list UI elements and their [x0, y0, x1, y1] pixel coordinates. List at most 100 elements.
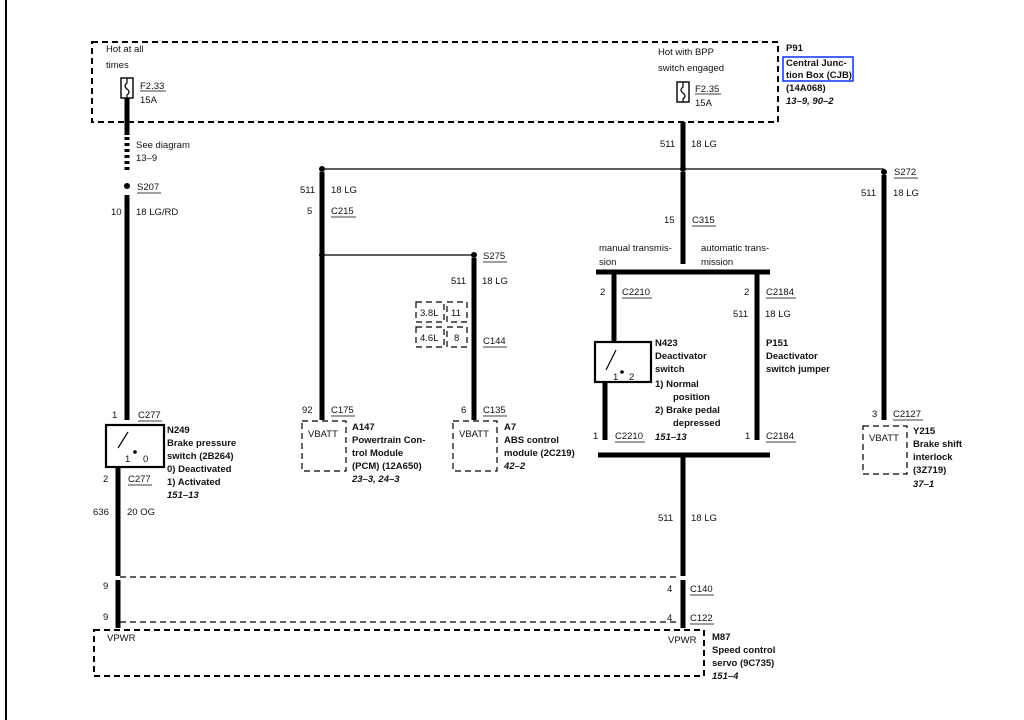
- a147-code: A147: [352, 422, 375, 433]
- engine-option-boxes: [415, 301, 468, 348]
- servo-name1: Speed control: [712, 645, 775, 656]
- c122-pin9: 9: [103, 612, 108, 623]
- servo-name2: servo (9C735): [712, 658, 774, 669]
- servo-ref: 151–4: [712, 671, 739, 682]
- fuse1-id: F2.33: [140, 81, 164, 92]
- c215: C215: [331, 206, 354, 217]
- pin-2: 2: [103, 474, 108, 485]
- deactivator-switch: [593, 340, 653, 384]
- c277-bottom: C277: [128, 474, 151, 485]
- p151-code: P151: [766, 338, 789, 349]
- pcm-ref: 23–3, 24–3: [351, 474, 400, 485]
- pcm-vbatt: VBATT: [308, 429, 338, 440]
- c277-top: C277: [138, 410, 161, 421]
- cjb-name-highlight: [782, 56, 854, 82]
- speed-control-servo-box: [93, 629, 705, 677]
- cjb-refs: 13–9, 90–2: [786, 96, 834, 107]
- pcm-wire-color: 18 LG: [331, 185, 357, 196]
- c144: C144: [483, 336, 506, 347]
- cjb-box: [91, 41, 779, 123]
- hot-at-all-label: Hot at all: [106, 44, 144, 55]
- see-diagram-label: See diagram: [136, 140, 190, 151]
- auto-trans-label1: automatic trans-: [701, 243, 769, 254]
- fuse-f2-33: [120, 77, 134, 99]
- n249-state0: 0) Deactivated: [167, 464, 232, 475]
- n249-code: N249: [167, 425, 190, 436]
- c140: C140: [690, 584, 713, 595]
- c2127: C2127: [893, 409, 921, 420]
- fuse1-amp: 15A: [140, 95, 158, 106]
- pin-1: 1: [112, 410, 117, 421]
- fuse2-id: F2.35: [695, 84, 719, 95]
- abs-ref: 42–2: [503, 461, 526, 472]
- engine-46l-pin: 8: [454, 333, 459, 344]
- fuse-f2-35: [676, 81, 690, 103]
- bps-pos-0: 0: [143, 454, 148, 465]
- manual-trans-label2: sion: [599, 257, 616, 268]
- n423-code: N423: [655, 338, 678, 349]
- bsi-circuit-511: 511: [861, 188, 876, 199]
- abs-box: [452, 420, 498, 472]
- splice-s207: [124, 183, 130, 189]
- n423-name2: switch: [655, 364, 685, 375]
- engine-38l: 3.8L: [420, 308, 439, 319]
- auto-trans-label2: mission: [701, 257, 733, 268]
- c2127-pin3: 3: [872, 409, 877, 420]
- pcm-name1: Powertrain Con-: [352, 435, 425, 446]
- pcm-name3: (PCM) (12A650): [352, 461, 422, 472]
- bsi-ref: 37–1: [913, 479, 934, 490]
- c175: C175: [331, 405, 354, 416]
- n423-state1b: position: [673, 392, 710, 403]
- servo-vpwr-left: VPWR: [107, 633, 136, 644]
- ds-pos-2: 2: [629, 372, 634, 383]
- circuit-511-top: 511: [660, 139, 675, 150]
- jumper-wire-color: 18 LG: [765, 309, 791, 320]
- n249-name1: Brake pressure: [167, 438, 236, 449]
- wire-511-top-color: 18 LG: [691, 139, 717, 150]
- c2184-pin1: 1: [745, 431, 750, 442]
- servo-wire-color: 18 LG: [691, 513, 717, 524]
- pcm-circuit-511: 511: [300, 185, 315, 196]
- bsi-name1: Brake shift: [913, 439, 963, 450]
- engine-38l-pin: 11: [451, 308, 461, 319]
- fuse2-amp: 15A: [695, 98, 713, 109]
- pcm-pin5: 5: [307, 206, 312, 217]
- abs-pin6: 6: [461, 405, 466, 416]
- pcm-name2: trol Module: [352, 448, 403, 459]
- ds-pos-1: 1: [613, 372, 618, 383]
- see-diagram-ref: 13–9: [136, 153, 157, 164]
- c2210-pin1: 1: [593, 431, 598, 442]
- abs-circuit-511: 511: [451, 276, 466, 287]
- times-label: times: [106, 60, 129, 71]
- abs-name1: ABS control: [504, 435, 559, 446]
- abs-name2: module (2C219): [504, 448, 575, 459]
- c140-pin9: 9: [103, 581, 108, 592]
- n249-ref: 151–13: [167, 490, 199, 501]
- bsi-name3: (3Z719): [913, 465, 946, 476]
- servo-circuit-511: 511: [658, 513, 673, 524]
- cjb-name-line1: Central Junc-: [786, 58, 847, 69]
- c2184-pin2: 2: [744, 287, 749, 298]
- servo-vpwr-right: VPWR: [668, 635, 697, 646]
- abs-vbatt: VBATT: [459, 429, 489, 440]
- circuit-636: 636: [93, 507, 109, 518]
- bsi-vbatt: VBATT: [869, 433, 899, 444]
- p151-name1: Deactivator: [766, 351, 818, 362]
- s275-label: S275: [483, 251, 505, 262]
- c140-pin4: 4: [667, 584, 672, 595]
- c2210-top: C2210: [622, 287, 650, 298]
- n423-state1a: 1) Normal: [655, 379, 699, 390]
- engine-46l: 4.6L: [420, 333, 439, 344]
- c135: C135: [483, 405, 506, 416]
- n423-state2a: 2) Brake pedal: [655, 405, 720, 416]
- wire-636-color: 20 OG: [127, 507, 155, 518]
- n423-ref: 151–13: [655, 432, 687, 443]
- pcm-box: [301, 420, 347, 472]
- n423-state2b: depressed: [673, 418, 721, 429]
- c2184-top: C2184: [766, 287, 794, 298]
- cjb-code: P91: [786, 43, 804, 54]
- bps-pos-1: 1: [125, 454, 130, 465]
- cjb-name-line2: tion Box (CJB): [786, 70, 852, 81]
- pcm-pin92: 92: [302, 405, 313, 416]
